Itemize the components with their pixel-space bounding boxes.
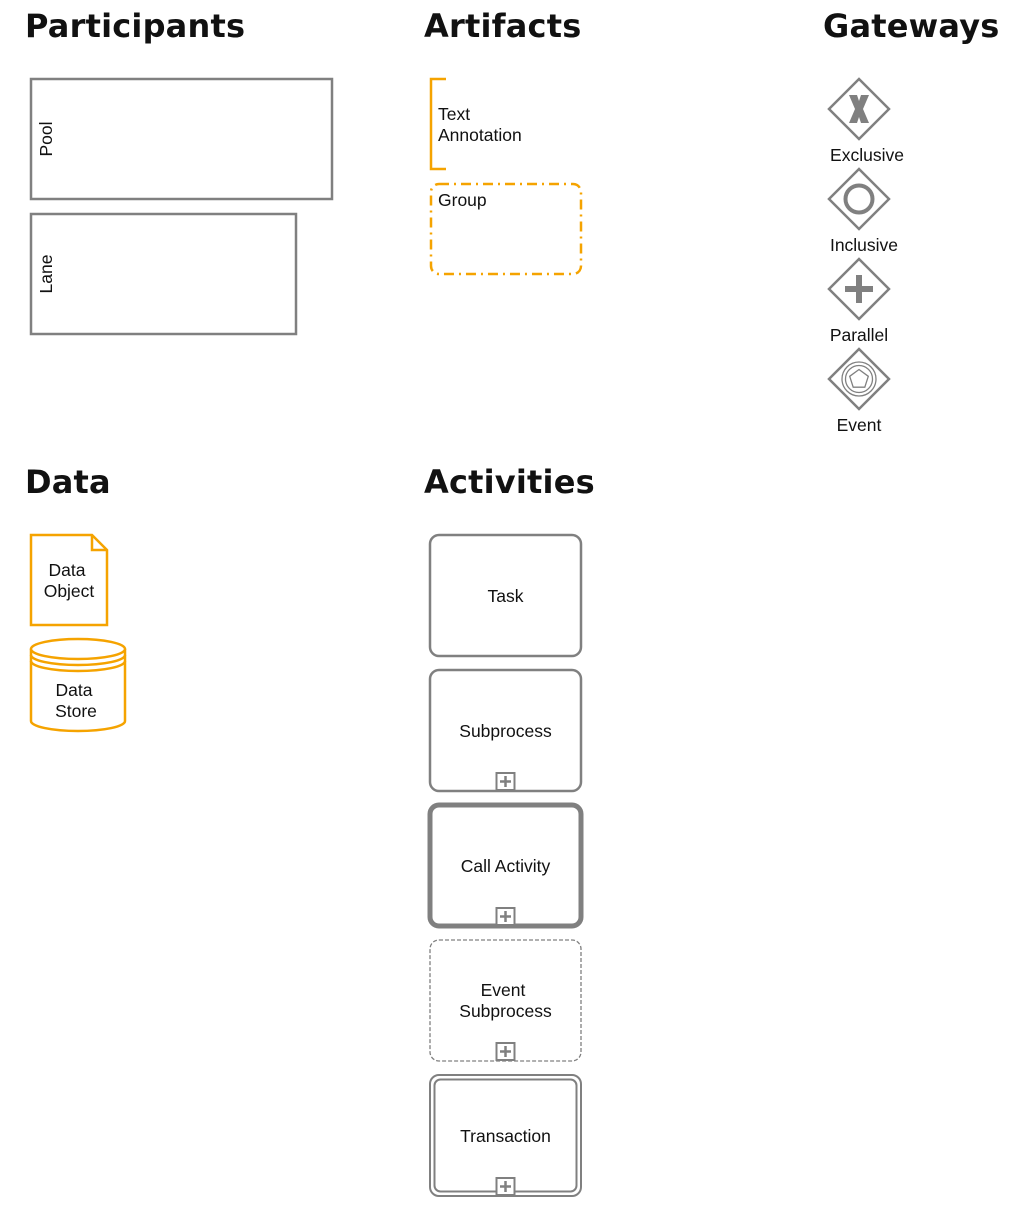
call-activity-shape[interactable]: Call Activity [427,802,584,929]
event-subprocess-label-line2: Subprocess [459,1001,552,1021]
data-store-label-line1: Data [56,680,93,700]
artifacts-palette: Text Annotation Group [429,77,583,276]
text-annotation-label-line2: Annotation [438,125,522,145]
task-shape[interactable]: Task [428,533,583,658]
heading-artifacts: Artifacts [424,7,582,45]
lane-shape[interactable]: Lane [29,212,298,336]
group-label: Group [438,190,487,210]
gateways-palette: Exclusive Inclusive Parallel Event [827,77,904,435]
group-shape[interactable]: Group [429,182,583,276]
inclusive-circle-icon [843,183,875,215]
data-store-shape[interactable]: Data Store [29,637,127,733]
call-activity-expand-icon[interactable] [495,907,516,926]
participants-palette: Pool Lane [29,77,334,336]
data-object-label-line1: Data [49,560,86,580]
call-activity-label: Call Activity [461,856,551,876]
heading-participants: Participants [25,7,246,45]
event-label: Event [837,415,882,435]
activities-palette: Task Subprocess Call Activity Event Subp… [427,533,584,1197]
subprocess-label: Subprocess [459,721,552,741]
event-subprocess-expand-icon[interactable] [495,1042,516,1061]
event-subprocess-shape[interactable]: Event Subprocess [429,939,582,1062]
data-store-label-line2: Store [55,701,97,721]
parallel-label: Parallel [830,325,888,345]
subprocess-shape[interactable]: Subprocess [428,668,583,793]
event-pentagon-icon [841,361,877,397]
exclusive-label: Exclusive [830,145,904,165]
heading-gateways: Gateways [823,7,1000,45]
exclusive-gateway[interactable]: Exclusive [827,77,904,165]
parallel-plus-icon [845,275,873,303]
transaction-shape[interactable]: Transaction [429,1074,582,1197]
pool-label: Pool [36,121,56,156]
text-annotation-label-line1: Text [438,104,470,124]
task-label: Task [488,586,524,606]
inclusive-label: Inclusive [830,235,898,255]
heading-activities: Activities [424,463,595,501]
subprocess-expand-icon[interactable] [495,772,516,791]
lane-label: Lane [36,255,56,294]
transaction-expand-icon[interactable] [495,1177,516,1196]
exclusive-x-icon [849,95,869,123]
pool-shape[interactable]: Pool [29,77,334,201]
data-object-shape[interactable]: Data Object [29,533,109,627]
data-palette: Data Object Data Store [29,533,127,733]
heading-data: Data [25,463,111,501]
transaction-label: Transaction [460,1126,551,1146]
event-subprocess-label-line1: Event [481,980,526,1000]
event-gateway[interactable]: Event [827,347,891,435]
data-object-label-line2: Object [44,581,95,601]
text-annotation-shape[interactable]: Text Annotation [429,77,522,171]
inclusive-gateway[interactable]: Inclusive [827,167,898,255]
parallel-gateway[interactable]: Parallel [827,257,891,345]
